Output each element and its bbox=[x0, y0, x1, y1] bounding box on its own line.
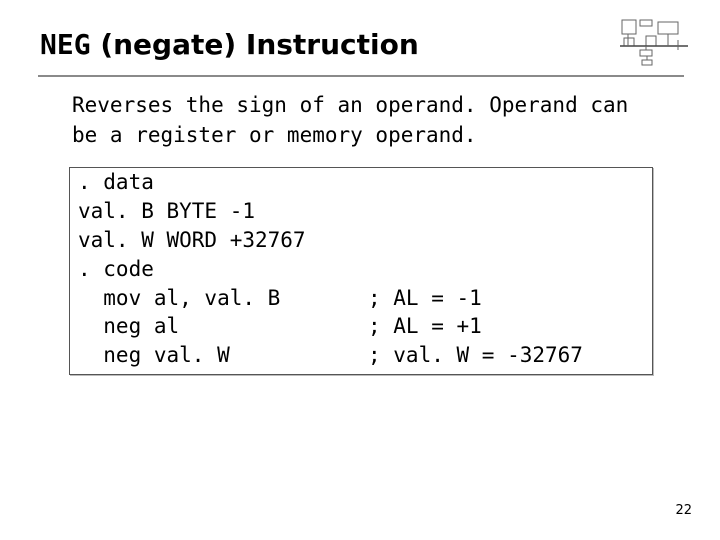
title-text: (negate) Instruction bbox=[90, 28, 419, 61]
description-text: Reverses the sign of an operand. Operand… bbox=[72, 93, 629, 147]
code-comment: ; val. W = -32767 bbox=[368, 343, 583, 367]
architecture-diagram-icon bbox=[620, 19, 688, 66]
code-comment: ; AL = -1 bbox=[368, 286, 482, 310]
title-divider bbox=[38, 75, 684, 77]
code-line: neg al bbox=[78, 314, 180, 338]
code-comment: ; AL = +1 bbox=[368, 314, 482, 338]
page-number: 22 bbox=[675, 503, 692, 518]
title-mnemonic: NEG bbox=[40, 28, 91, 61]
code-box bbox=[69, 167, 653, 375]
code-line: neg val. W bbox=[78, 343, 230, 367]
code-line: val. W WORD +32767 bbox=[78, 228, 306, 252]
code-line: val. B BYTE -1 bbox=[78, 199, 256, 223]
code-line: mov al, val. B bbox=[78, 286, 281, 310]
code-line: . code bbox=[78, 257, 154, 281]
code-line: . data bbox=[78, 170, 154, 194]
slide-title: NEG (negate) Instruction bbox=[40, 28, 419, 61]
